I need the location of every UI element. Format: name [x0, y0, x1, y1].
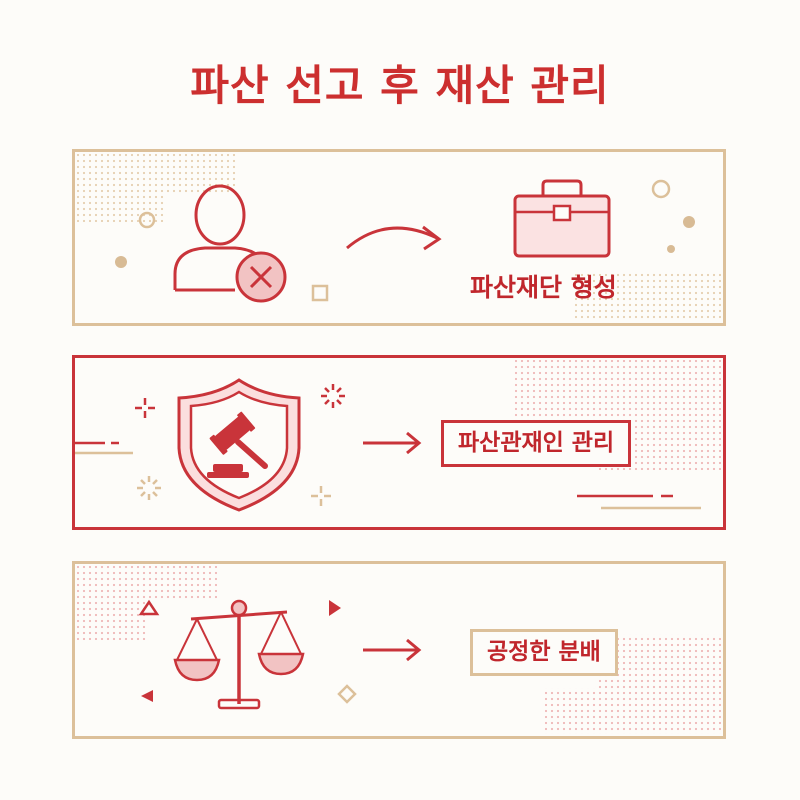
sparkle-icon: [135, 398, 155, 418]
triangle-ornament: [138, 599, 160, 616]
burst-icon: [321, 384, 345, 408]
step-label-fair-distribution: 공정한 분배: [470, 629, 618, 676]
circle-ornament: [138, 211, 156, 229]
burst-icon: [137, 476, 161, 500]
arrow-head-icon: [406, 638, 422, 662]
shield-gavel-icon: [177, 378, 301, 512]
dot-pattern: [545, 688, 595, 734]
briefcase-icon: [513, 179, 611, 258]
step-panel-estate-formation: 파산재단 형성: [72, 149, 726, 326]
dot-ornament: [683, 216, 695, 228]
panel-1-graphics: [77, 154, 721, 321]
triangle-ornament: [329, 600, 341, 616]
step-label-trustee-management: 파산관재인 관리: [441, 420, 632, 467]
circle-ornament: [651, 179, 671, 199]
sparkle-icon: [311, 486, 331, 506]
arrow-icon: [346, 226, 438, 250]
step-label-estate-formation: 파산재단 형성: [470, 273, 617, 302]
dot-ornament: [115, 256, 127, 268]
person-x-icon: [173, 184, 287, 303]
arrow-head-icon: [422, 225, 442, 251]
dot-pattern: [575, 272, 721, 321]
scales-icon: [173, 599, 305, 710]
dot-pattern: [77, 566, 217, 600]
diamond-ornament: [337, 684, 357, 704]
page-title: 파산 선고 후 재산 관리: [190, 61, 610, 110]
square-ornament: [311, 284, 329, 302]
dot-pattern: [77, 600, 147, 640]
step-panel-fair-distribution: 공정한 분배: [72, 561, 726, 739]
step-panel-trustee-management: 파산관재인 관리: [72, 355, 726, 530]
panel-3-graphics: [77, 566, 721, 734]
arrow-head-icon: [406, 431, 422, 455]
triangle-ornament: [141, 690, 153, 702]
dot-ornament: [667, 245, 675, 253]
dot-pattern: [77, 194, 167, 222]
dot-pattern: [515, 360, 721, 430]
